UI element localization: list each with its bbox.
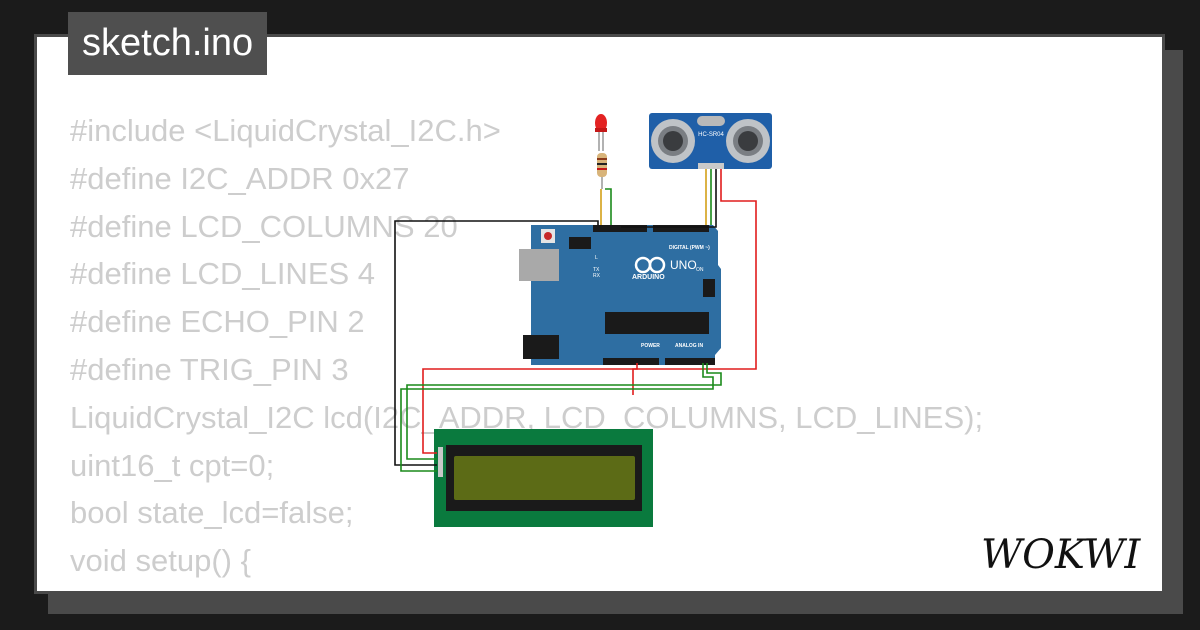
arduino-uno-board[interactable]: ARDUINO UNO DIGITAL (PWM ~) POWER ANALOG… [519, 225, 721, 365]
code-line: #define TRIG_PIN 3 [70, 351, 349, 387]
code-line: #define LCD_LINES 4 [70, 256, 376, 292]
l-led-label: L [595, 255, 598, 261]
wokwi-logo: WOKWI [981, 532, 1141, 577]
code-line: #define LCD_COLUMNS 20 [70, 208, 458, 244]
lcd-display[interactable] [434, 429, 653, 527]
code-line: LiquidCrystal_I2C lcd(I2C_ADDR, LCD_COLU… [70, 399, 984, 435]
code-line: #define ECHO_PIN 2 [70, 304, 365, 340]
analog-header-label: ANALOG IN [675, 343, 703, 349]
tx-label: TX [593, 267, 600, 273]
power-header-label: POWER [641, 343, 660, 349]
preview-card: #include <LiquidCrystal_I2C.h> #define I2… [34, 34, 1165, 594]
arduino-model-label: UNO [670, 258, 697, 272]
code-listing: #include <LiquidCrystal_I2C.h> #define I2… [70, 107, 984, 592]
code-line: ... [70, 585, 983, 592]
circuit-diagram: HC-SR04 ARDUINO UNO DIGITAL (PWM ~) POWE… [394, 113, 772, 527]
code-line: bool state_lcd=false; [70, 495, 354, 531]
rx-label: RX [593, 273, 601, 279]
wires [394, 169, 757, 472]
file-tab-label: sketch.ino [82, 22, 254, 64]
red-led[interactable] [595, 114, 607, 151]
on-led-label: ON [696, 267, 704, 273]
resistor[interactable] [597, 153, 607, 189]
sensor-label: HC-SR04 [698, 132, 724, 138]
file-tab[interactable]: sketch.ino [68, 12, 268, 75]
arduino-brand-label: ARDUINO [632, 274, 665, 281]
ultrasonic-sensor[interactable]: HC-SR04 [649, 113, 772, 169]
code-line: void setup() { [70, 543, 251, 579]
code-line: #define I2C_ADDR 0x27 [70, 160, 410, 196]
code-line: #include <LiquidCrystal_I2C.h> [70, 113, 501, 148]
digital-header-label: DIGITAL (PWM ~) [669, 245, 710, 251]
logo-text: WOKWI [981, 532, 1141, 577]
code-line: uint16_t cpt=0; [70, 447, 275, 483]
